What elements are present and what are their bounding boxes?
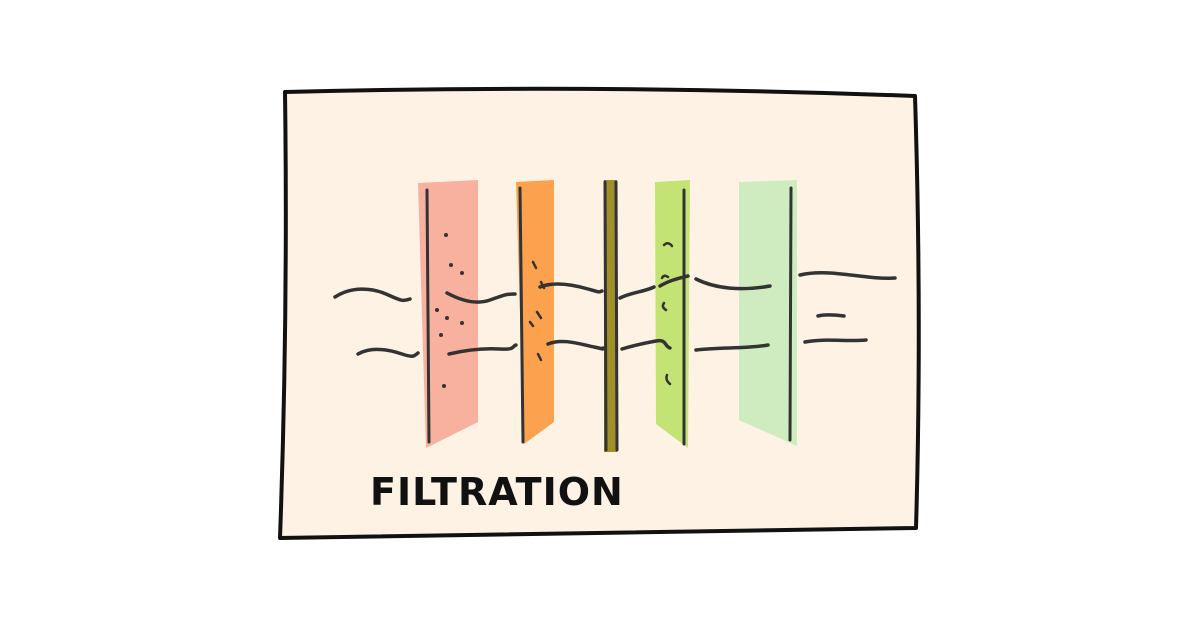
filter-lime-panel xyxy=(655,180,690,448)
filter-salmon-panel xyxy=(418,180,478,448)
filter-olive-edge-right xyxy=(614,180,619,452)
filter-olive xyxy=(603,180,619,452)
filter-salmon xyxy=(418,180,478,448)
filter-orange xyxy=(516,180,554,444)
filter-mint-membrane xyxy=(788,186,793,442)
filter-salmon-particles xyxy=(435,233,464,388)
flow-upper xyxy=(333,271,897,304)
flow-lower xyxy=(356,313,868,358)
filter-orange-membrane xyxy=(518,186,525,444)
filter-olive-edge-left xyxy=(603,180,608,452)
filter-lime xyxy=(655,180,690,448)
filter-mint xyxy=(739,180,797,446)
filter-orange-panel xyxy=(516,180,554,444)
filter-mint-panel xyxy=(739,180,797,446)
filter-lime-particles xyxy=(660,242,674,386)
diagram-label: FILTRATION xyxy=(370,470,624,514)
filter-salmon-membrane xyxy=(425,188,431,444)
